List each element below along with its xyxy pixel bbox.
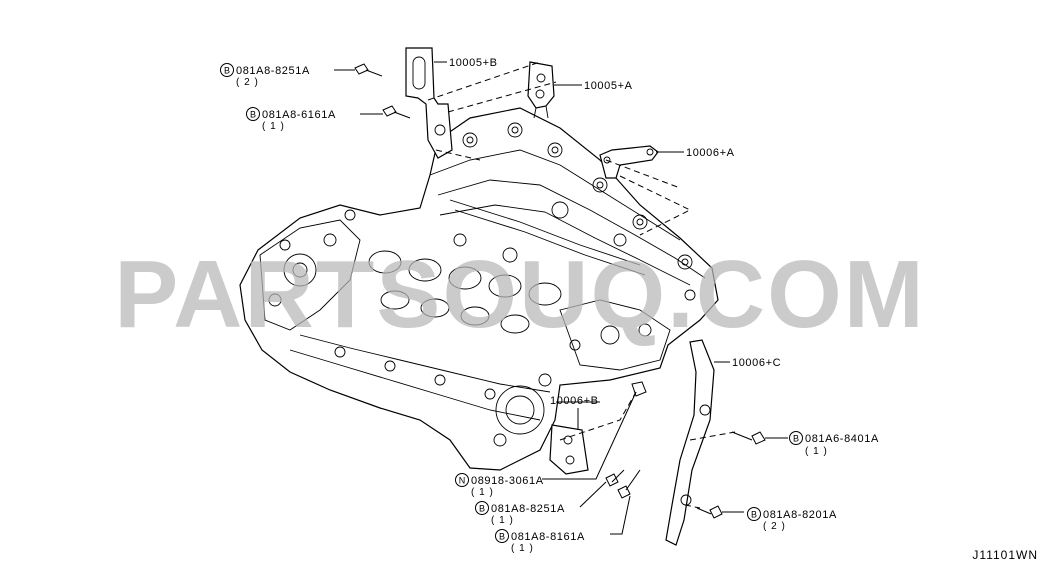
callout-label: 10005+B bbox=[449, 57, 498, 69]
bracket-10005a bbox=[527, 61, 555, 119]
bracket-10006a bbox=[599, 145, 659, 179]
callout-label: 10005+A bbox=[584, 80, 633, 92]
circled-mark-icon bbox=[246, 107, 260, 121]
watermark-text: PARTSOUQ.COM bbox=[114, 241, 926, 348]
callout-part-number: 081A8-8161A bbox=[511, 531, 585, 543]
callout-bolt-right-1: B 081A6-8401A ( 1 ) bbox=[789, 431, 879, 457]
callout-10005b: 10005+B bbox=[449, 57, 498, 69]
callout-10005a: 10005+A bbox=[584, 80, 633, 92]
callout-part-number: 081A8-8201A bbox=[763, 509, 837, 521]
callout-10006a: 10006+A bbox=[686, 147, 735, 159]
callout-quantity: ( 2 ) bbox=[763, 521, 786, 532]
callout-part-number: 081A8-8251A bbox=[236, 65, 310, 77]
callout-part-number: 081A8-6161A bbox=[262, 109, 336, 121]
leader-lines bbox=[334, 61, 788, 535]
callout-mark: B bbox=[499, 532, 505, 542]
callout-nut-lower: N 08918-3061A ( 1 ) bbox=[455, 473, 544, 498]
callout-10006b: 10006+B bbox=[550, 395, 599, 407]
circled-mark-icon bbox=[789, 431, 803, 445]
bracket-10006b bbox=[549, 424, 589, 475]
circled-mark-icon bbox=[495, 529, 509, 543]
circled-mark-icon bbox=[455, 473, 469, 487]
callout-bolt-upper-2: B 081A8-6161A ( 1 ) bbox=[246, 107, 336, 132]
callout-part-number: 081A6-8401A bbox=[805, 433, 879, 445]
callout-bolt-right-2: B 081A8-8201A ( 2 ) bbox=[747, 507, 837, 532]
callout-10006c: 10006+C bbox=[732, 357, 781, 369]
callout-label: 10006+A bbox=[686, 147, 735, 159]
callout-quantity: ( 1 ) bbox=[805, 446, 828, 457]
callout-bolt-lower-2: B 081A8-8161A ( 1 ) bbox=[495, 529, 585, 554]
circled-mark-icon bbox=[747, 507, 761, 521]
callout-mark: B bbox=[479, 504, 485, 514]
callout-quantity: ( 1 ) bbox=[471, 487, 494, 498]
callout-part-number: 081A8-8251A bbox=[491, 503, 565, 515]
callout-bolt-upper-1: B 081A8-8251A ( 2 ) bbox=[220, 63, 310, 88]
circled-mark-icon bbox=[220, 63, 234, 77]
callout-mark: B bbox=[250, 110, 256, 120]
callout-quantity: ( 1 ) bbox=[511, 543, 534, 554]
circled-mark-icon bbox=[475, 501, 489, 515]
callout-mark: N bbox=[459, 476, 466, 486]
engine-block-illustration bbox=[239, 107, 719, 471]
bracket-10005b bbox=[405, 47, 453, 159]
callout-quantity: ( 1 ) bbox=[491, 515, 514, 526]
callout-quantity: ( 1 ) bbox=[262, 121, 285, 132]
diagram-code: J11101WN bbox=[972, 548, 1038, 562]
callout-quantity: ( 2 ) bbox=[236, 77, 259, 88]
callout-bolt-lower-1: B 081A8-8251A ( 1 ) bbox=[475, 501, 565, 526]
callout-mark: B bbox=[224, 66, 230, 76]
callout-label: 10006+B bbox=[550, 395, 599, 407]
callout-label: 10006+C bbox=[732, 357, 781, 369]
assembly-dashed-lines bbox=[427, 61, 736, 509]
callout-part-number: 08918-3061A bbox=[471, 475, 544, 487]
callout-mark: B bbox=[793, 434, 799, 444]
bracket-10006c bbox=[665, 339, 715, 546]
callout-mark: B bbox=[751, 510, 757, 520]
